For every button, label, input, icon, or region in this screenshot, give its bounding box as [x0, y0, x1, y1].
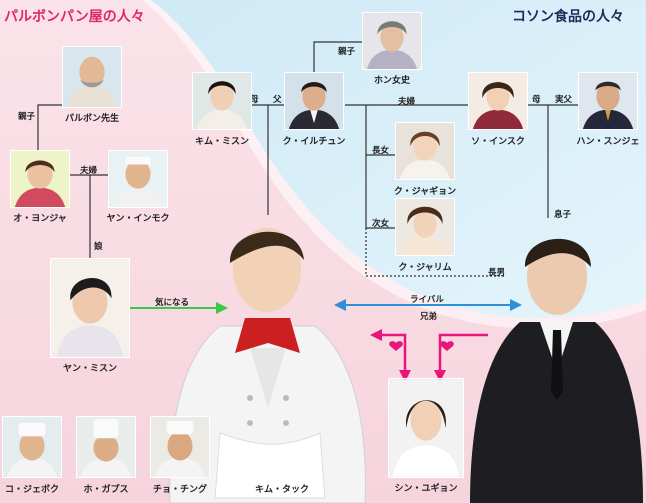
portrait-hong-joshi — [362, 12, 422, 70]
portrait-ho-gapsu — [76, 416, 136, 478]
gu-majun-figure — [470, 238, 643, 503]
portrait-yang-misun — [50, 258, 130, 358]
rel-chojo: 長女 — [372, 146, 390, 156]
rival-arrow — [334, 299, 522, 311]
heart-icons — [389, 341, 454, 351]
rel-musume: 娘 — [94, 242, 103, 252]
portrait-ko-jepok — [2, 416, 62, 478]
rel-kyodai: 兄弟 — [420, 312, 438, 322]
rel-fufu-right: 夫婦 — [398, 97, 416, 107]
name-so-insuku: ソ・インスク — [471, 137, 525, 147]
name-shin-yugyon: シン・ユギョン — [394, 484, 458, 494]
name-gu-jagyon: ク・ジャギョン — [393, 187, 457, 197]
rel-haha-left: 母 — [250, 95, 259, 105]
rel-musuko: 息子 — [554, 210, 572, 220]
rel-ki-ni-naru: 気になる — [155, 298, 190, 308]
name-gu-jarimu: ク・ジャリム — [398, 263, 452, 273]
rel-jijo: 次女 — [372, 219, 390, 229]
portrait-han-sunje — [578, 72, 638, 130]
rel-rival: ライバル — [410, 295, 444, 305]
name-kim-misun: キム・ミスン — [194, 137, 250, 147]
name-gu-majun: ク・マジュン — [530, 484, 584, 494]
name-kim-tak: キム・タック — [254, 485, 310, 495]
portrait-ohyonja — [10, 150, 70, 208]
name-hong-joshi: ホン女史 — [373, 76, 411, 86]
line-chonan — [365, 228, 505, 277]
rel-oyako-left: 親子 — [18, 112, 36, 122]
rel-oyako-right: 親子 — [338, 47, 356, 57]
kim-tak-figure — [169, 228, 366, 503]
name-han-sunje: ハン・スンジェ — [576, 137, 640, 147]
portrait-gu-ilchun — [284, 72, 344, 130]
portrait-shin-yugyon — [388, 378, 464, 478]
rel-jitsufu: 実父 — [555, 95, 573, 105]
rel-haha-right: 母 — [532, 95, 541, 105]
name-gu-ilchun: ク・イルチュン — [282, 137, 346, 147]
name-yang-misun: ヤン・ミスン — [62, 364, 118, 374]
portrait-palbong — [62, 46, 122, 108]
name-ko-jepok: コ・ジェボク — [4, 485, 60, 495]
name-palbong: パルボン先生 — [64, 114, 120, 124]
portrait-yang-inmok — [108, 150, 168, 208]
portrait-gu-jagyon — [395, 122, 455, 180]
right-group-title: コソン食品の人々 — [512, 9, 624, 25]
left-group-title: パルボンパン屋の人々 — [4, 9, 145, 25]
interest-arrow — [130, 302, 228, 314]
name-ho-gapsu: ホ・ガプス — [83, 485, 129, 495]
portrait-so-insuku — [468, 72, 528, 130]
rel-chonan: 長男 — [488, 268, 506, 278]
name-yang-inmok: ヤン・インモク — [106, 214, 170, 224]
portrait-cho-chingu — [150, 416, 210, 478]
rel-fufu-left: 夫婦 — [80, 166, 98, 176]
love-arrows — [380, 333, 488, 372]
name-cho-chingu: チョ・チング — [152, 485, 208, 495]
name-ohyonja: オ・ヨンジャ — [13, 214, 67, 224]
portrait-kim-misun — [192, 72, 252, 130]
rel-chichi: 父 — [273, 95, 282, 105]
portrait-gu-jarimu — [395, 198, 455, 256]
